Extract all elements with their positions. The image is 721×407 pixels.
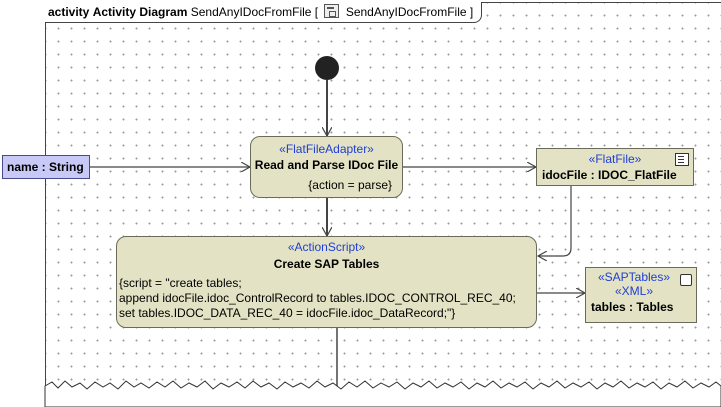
script-line: set tables.IDOC_DATA_REC_40 = idocFile.i… [119, 306, 456, 320]
activity-parameter-name[interactable]: name : String [2, 155, 90, 179]
object-idocfile[interactable]: «FlatFile» idocFile : IDOC_FlatFile [536, 148, 694, 186]
torn-edge [44, 380, 721, 407]
action-title: Create SAP Tables [273, 257, 380, 271]
frame-name: SendAnyIDocFromFile [ [190, 5, 319, 19]
initial-node[interactable] [315, 56, 339, 80]
flat-file-icon [675, 153, 689, 166]
frame-kind: Activity Diagram [92, 5, 188, 19]
stereotype-flatfileadapter: «FlatFileAdapter» [279, 142, 374, 156]
action-script: {script = "create tables; append idocFil… [119, 276, 536, 321]
stereotype-xml: «XML» [614, 284, 654, 298]
xml-table-icon [680, 274, 692, 286]
object-sap-tables[interactable]: «SAPTables» «XML» tables : Tables [585, 267, 697, 323]
object-label: idocFile : IDOC_FlatFile [542, 168, 677, 182]
action-tag: {action = parse} [308, 178, 392, 192]
frame-ref: SendAnyIDocFromFile ] [345, 5, 474, 19]
script-line: {script = "create tables; [119, 276, 242, 290]
stereotype-flatfile: «FlatFile» [588, 152, 642, 166]
frame-keyword: activity [48, 5, 90, 19]
script-line: append idocFile.idoc_ControlRecord to ta… [119, 291, 516, 305]
activity-icon [324, 4, 340, 18]
edge-flatfile-to-create [538, 186, 572, 256]
stereotype-saptables: «SAPTables» [597, 270, 671, 284]
action-title: Read and Parse IDoc File [254, 158, 399, 172]
frame-header: activity Activity Diagram SendAnyIDocFro… [45, 2, 483, 23]
stereotype-actionscript: «ActionScript» [287, 240, 366, 254]
action-read-parse-idoc[interactable]: «FlatFileAdapter» Read and Parse IDoc Fi… [250, 136, 403, 198]
diagram-frame [45, 2, 721, 403]
object-label: tables : Tables [591, 300, 674, 314]
action-create-sap-tables[interactable]: «ActionScript» Create SAP Tables {script… [116, 236, 537, 328]
